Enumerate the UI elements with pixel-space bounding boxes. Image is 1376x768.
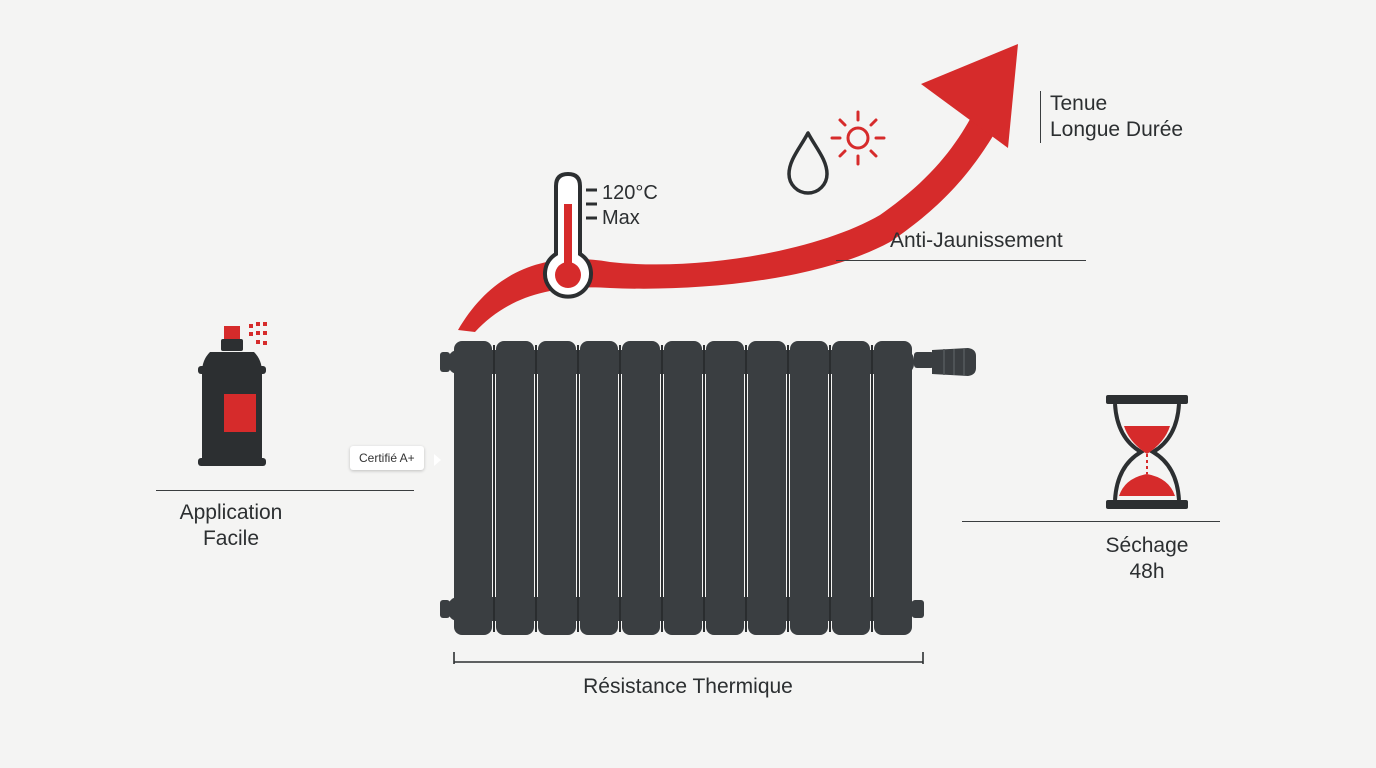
application-line2: Facile xyxy=(202,527,260,550)
temperature-label: 120°C Max xyxy=(602,181,658,231)
spray-can-icon xyxy=(198,322,267,466)
tenue-line2: Longue Durée xyxy=(1050,118,1184,141)
anti-jaunissement-rule xyxy=(836,260,1086,261)
sechage-line1: Séchage xyxy=(1105,534,1189,557)
hourglass-icon xyxy=(1106,395,1188,509)
sun-icon xyxy=(830,110,886,166)
application-label: Application Facile xyxy=(150,500,312,552)
application-rule xyxy=(156,490,414,491)
sechage-line2: 48h xyxy=(1129,560,1165,583)
trend-arrow xyxy=(458,44,1018,332)
resistance-label: Résistance Thermique xyxy=(583,675,793,698)
certifie-badge: Certifié A+ xyxy=(350,446,424,470)
temp-value: 120°C xyxy=(602,182,658,204)
tenue-label: Tenue Longue Durée xyxy=(1040,91,1183,143)
resistance-bracket xyxy=(453,652,924,664)
temp-max: Max xyxy=(602,207,640,229)
water-drop-icon xyxy=(787,131,829,195)
certifie-badge-pointer xyxy=(434,454,441,466)
tenue-line1: Tenue xyxy=(1050,92,1108,115)
anti-jaunissement-label: Anti-Jaunissement xyxy=(890,229,1063,252)
thermometer-icon xyxy=(543,171,597,299)
application-line1: Application xyxy=(179,501,283,524)
radiator xyxy=(440,341,976,635)
sechage-rule xyxy=(962,521,1220,522)
sechage-label: Séchage 48h xyxy=(1068,533,1226,585)
